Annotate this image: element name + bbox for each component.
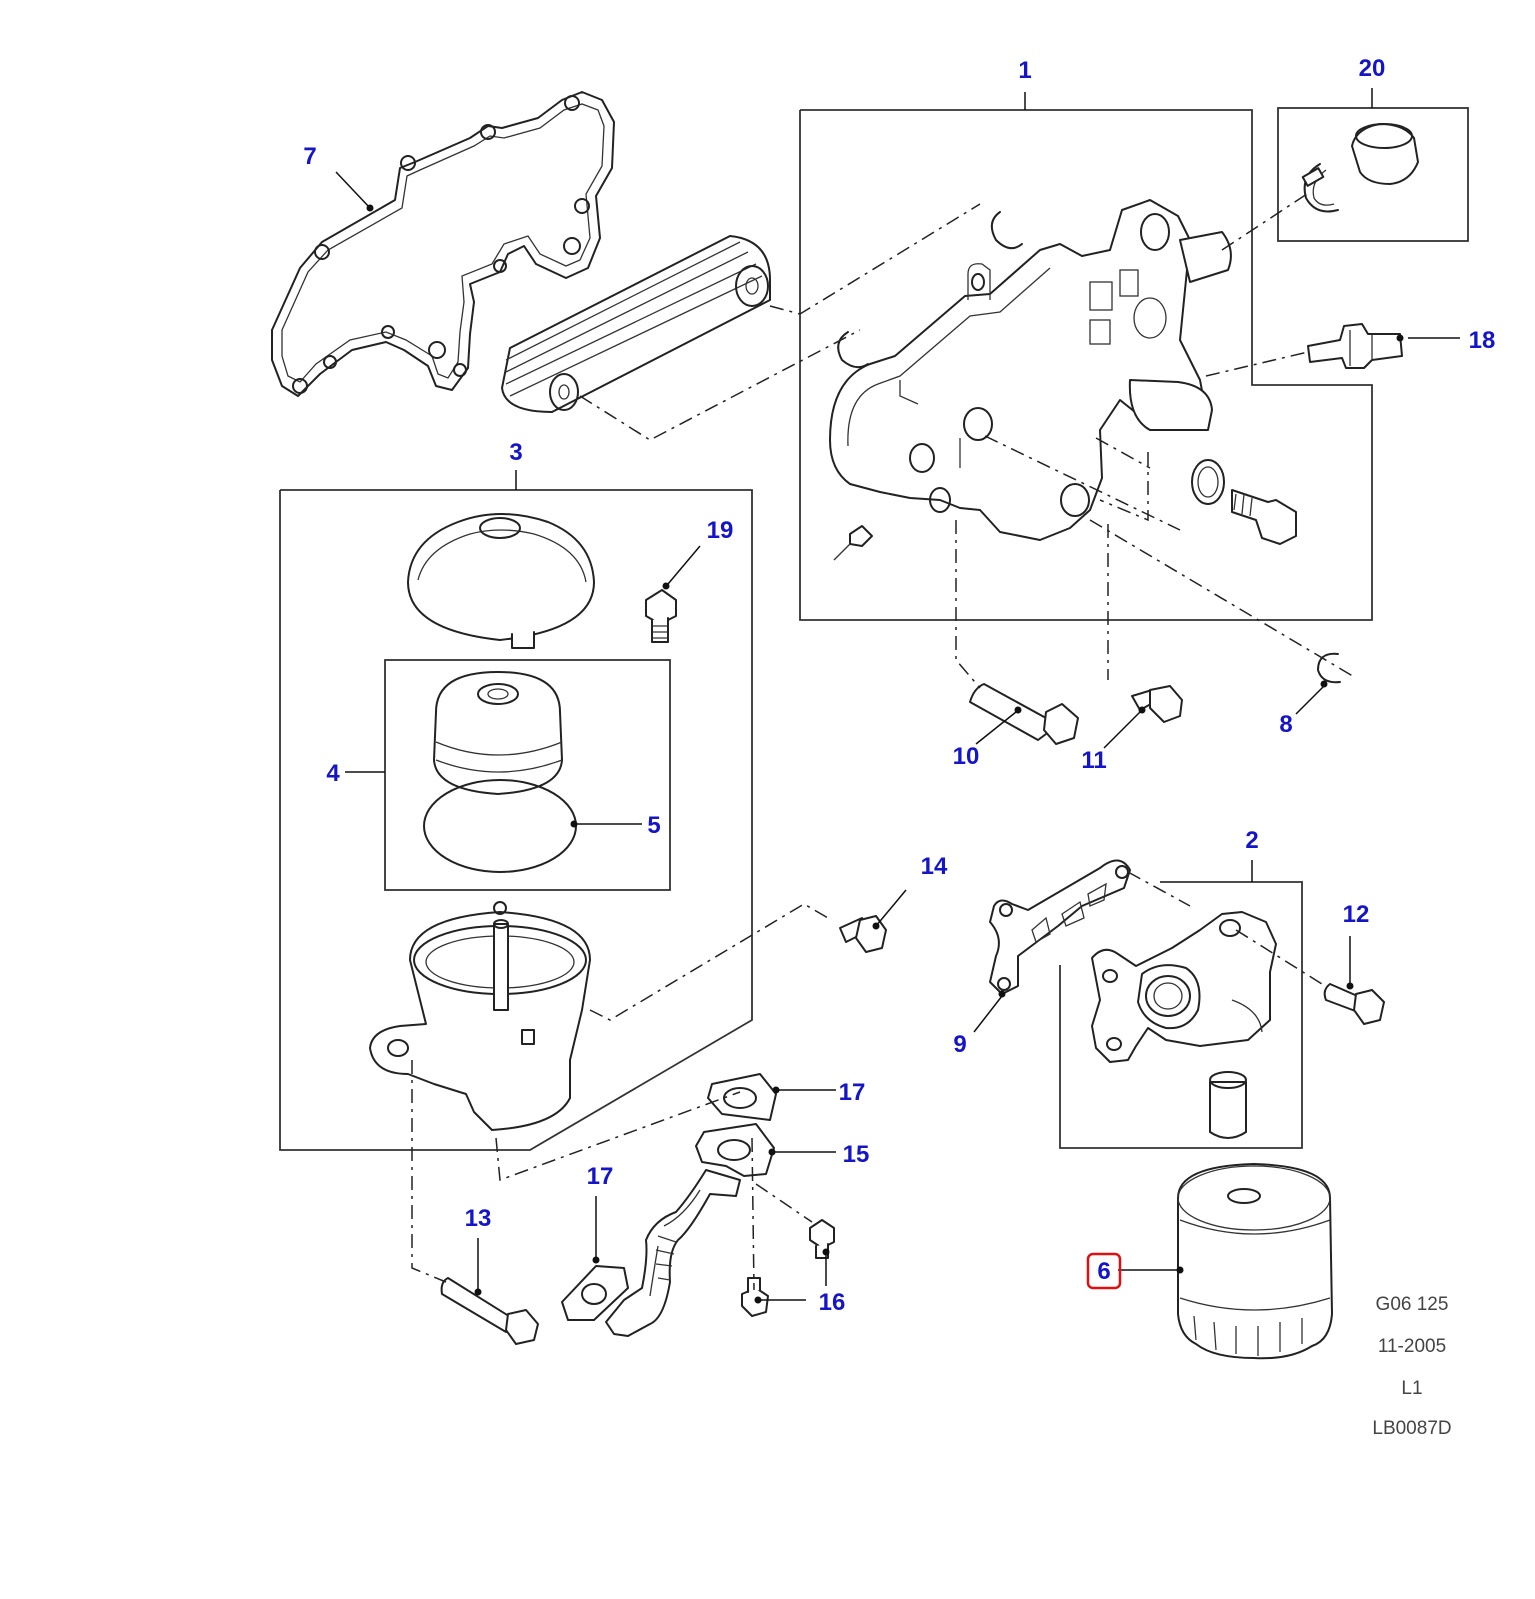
leader-lines: [335, 171, 1460, 1304]
callout-11: 11: [1081, 747, 1106, 774]
callout-18: 18: [1469, 327, 1496, 354]
callout-16: 16: [819, 1289, 846, 1316]
bolt-19: [645, 589, 677, 643]
reference-drawing-id: LB0087D: [1372, 1418, 1451, 1439]
callout-10: 10: [953, 743, 980, 770]
reference-code: G06 125: [1376, 1294, 1449, 1315]
callout-labels: 1 2 3 4 5 6 7 8 9 10 11 12 13 14 15 16 1…: [303, 55, 1495, 1316]
bolt-12: [1323, 983, 1385, 1025]
small-plug: [833, 525, 873, 561]
group-box-2: [1059, 881, 1303, 1149]
callout-14: 14: [921, 853, 948, 880]
group-box-1: [799, 109, 1373, 621]
callout-20: 20: [1359, 55, 1386, 82]
callout-15: 15: [843, 1141, 870, 1168]
callout-8: 8: [1279, 711, 1292, 738]
o-ring-8: [1317, 652, 1341, 684]
bolt-16-lower: [741, 1277, 769, 1317]
oil-pipe-15: [605, 1123, 775, 1337]
alignment-lines: [411, 191, 1357, 1291]
callout-9: 9: [953, 1031, 966, 1058]
gasket-7: [271, 91, 615, 397]
reference-date: 11-2005: [1378, 1336, 1446, 1357]
adapter-sleeve: [1209, 1071, 1247, 1139]
callout-6: 6: [1097, 1258, 1110, 1285]
callout-2: 2: [1245, 827, 1258, 854]
clip-20: [1301, 163, 1339, 213]
oil-cooler: [501, 235, 771, 413]
temperature-sensor-18: [1307, 323, 1403, 369]
callout-17-upper: 17: [839, 1079, 866, 1106]
drain-plug: [1231, 489, 1297, 545]
group-box-20: [1277, 107, 1469, 242]
oil-cooler-housing-1: [829, 199, 1232, 541]
o-ring-drain: [1191, 459, 1225, 505]
reference-level: L1: [1401, 1378, 1422, 1399]
callout-1: 1: [1018, 57, 1031, 84]
drawing-reference: G06 125 11-2005 L1 LB0087D: [1372, 1294, 1451, 1439]
bolt-13: [440, 1277, 539, 1345]
o-ring-housing-mid: [837, 331, 869, 369]
bolt-16-upper: [809, 1219, 835, 1259]
group-box-4: [384, 659, 671, 891]
group-box-3: [279, 489, 753, 1151]
filter-element: [433, 671, 563, 795]
bolt-10: [969, 683, 1079, 745]
oil-filter-6: [1177, 1163, 1333, 1360]
callout-19: 19: [707, 517, 734, 544]
o-ring-housing-top: [990, 211, 1023, 250]
filter-housing: [369, 901, 591, 1131]
gasket-17-upper: [707, 1073, 777, 1121]
callout-6-highlight: [1086, 1252, 1122, 1290]
filter-cap: [407, 513, 595, 649]
bolt-11: [1131, 685, 1183, 723]
gasket-9: [989, 859, 1131, 995]
callout-4: 4: [326, 760, 340, 787]
callout-12: 12: [1343, 901, 1370, 928]
callout-3: 3: [509, 439, 522, 466]
filter-adapter-2: [1091, 911, 1277, 1063]
hose-20: [1351, 123, 1419, 185]
callout-17-lower: 17: [587, 1163, 614, 1190]
callout-13: 13: [465, 1205, 492, 1232]
gasket-17-lower: [561, 1265, 629, 1321]
callout-5: 5: [647, 812, 660, 839]
callout-7: 7: [303, 143, 316, 170]
